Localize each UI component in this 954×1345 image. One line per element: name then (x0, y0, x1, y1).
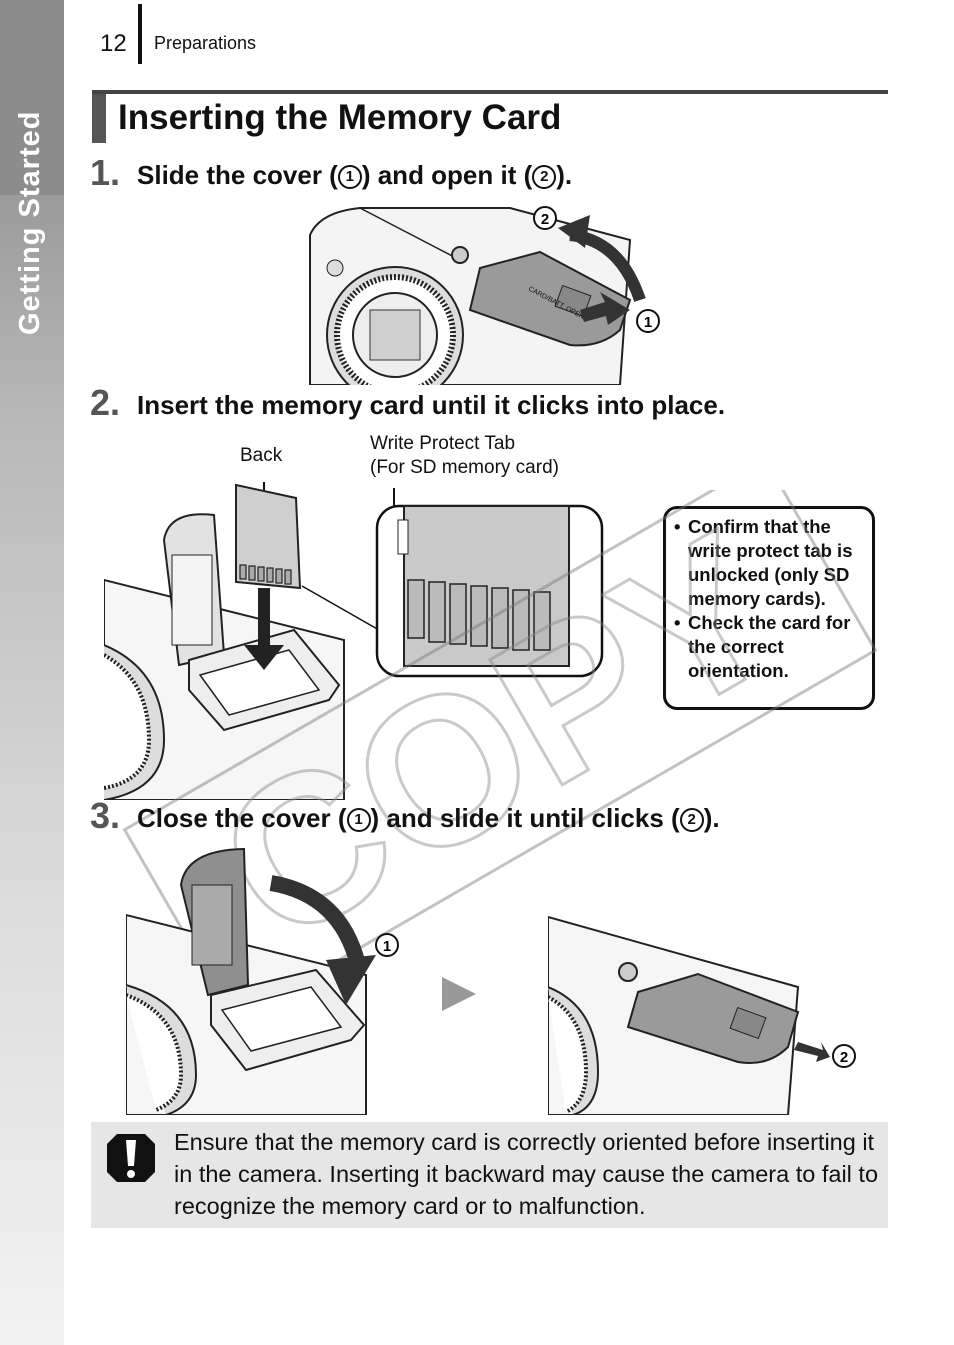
step-1-pre: Slide the cover ( (137, 160, 338, 190)
step-3-text: Close the cover (1) and slide it until c… (137, 803, 720, 834)
step-2-number: 2. (90, 382, 121, 423)
figure-3-callout-2: 2 (840, 1049, 848, 1066)
note-box: Confirm that the write protect tab is un… (663, 506, 875, 710)
side-tab-label: Getting Started (14, 110, 46, 335)
step-3-post: ). (703, 803, 720, 833)
step-1-circle-1: 1 (337, 165, 362, 189)
caution-text: Ensure that the memory card is correctly… (174, 1129, 879, 1219)
figure-3-close-cover: 1 (126, 847, 399, 1115)
caution-box: Ensure that the memory card is correctly… (91, 1122, 888, 1228)
figure-1-callout-2: 2 (541, 211, 549, 228)
write-protect-label-line1: Write Protect Tab (370, 433, 516, 454)
write-protect-label-line2: (For SD memory card) (370, 457, 559, 478)
figure-1-camera-cover: CARD/BATT. OPEN 2 1 (309, 206, 660, 385)
page-title: Inserting the Memory Card (118, 98, 562, 137)
step-3-circle-2: 2 (679, 808, 704, 832)
note-item-1: Confirm that the write protect tab is un… (674, 515, 866, 611)
side-tab-highlight (0, 0, 64, 195)
title-rule (92, 90, 888, 94)
next-arrow-icon (442, 977, 476, 1011)
figure-3-slide-cover: 2 (548, 915, 856, 1115)
note-item-2: Check the card for the correct orientati… (674, 611, 866, 683)
figure-1-callout-1: 1 (644, 314, 652, 331)
title-marker (92, 94, 106, 143)
step-1-mid: ) and open it ( (361, 160, 533, 190)
side-tab (0, 0, 64, 1345)
figure-2-card-insertion (104, 482, 604, 800)
step-3-mid: ) and slide it until clicks ( (370, 803, 680, 833)
section-name: Preparations (154, 33, 257, 53)
page-number: 12 (100, 30, 127, 57)
step-2-text: Insert the memory card until it clicks i… (137, 390, 726, 420)
copy-watermark: COPY (122, 490, 878, 990)
header-divider (138, 4, 142, 64)
figure-3-callout-1: 1 (383, 938, 391, 955)
step-1-text: Slide the cover (1) and open it (2). (137, 160, 572, 191)
step-3-pre: Close the cover ( (137, 803, 347, 833)
step-1-post: ). (556, 160, 573, 190)
back-label: Back (240, 445, 283, 466)
caution-icon (107, 1134, 155, 1182)
step-3-number: 3. (90, 795, 121, 836)
step-1-number: 1. (90, 152, 121, 193)
step-3-circle-1: 1 (346, 808, 371, 832)
step-1-circle-2: 2 (532, 165, 557, 189)
